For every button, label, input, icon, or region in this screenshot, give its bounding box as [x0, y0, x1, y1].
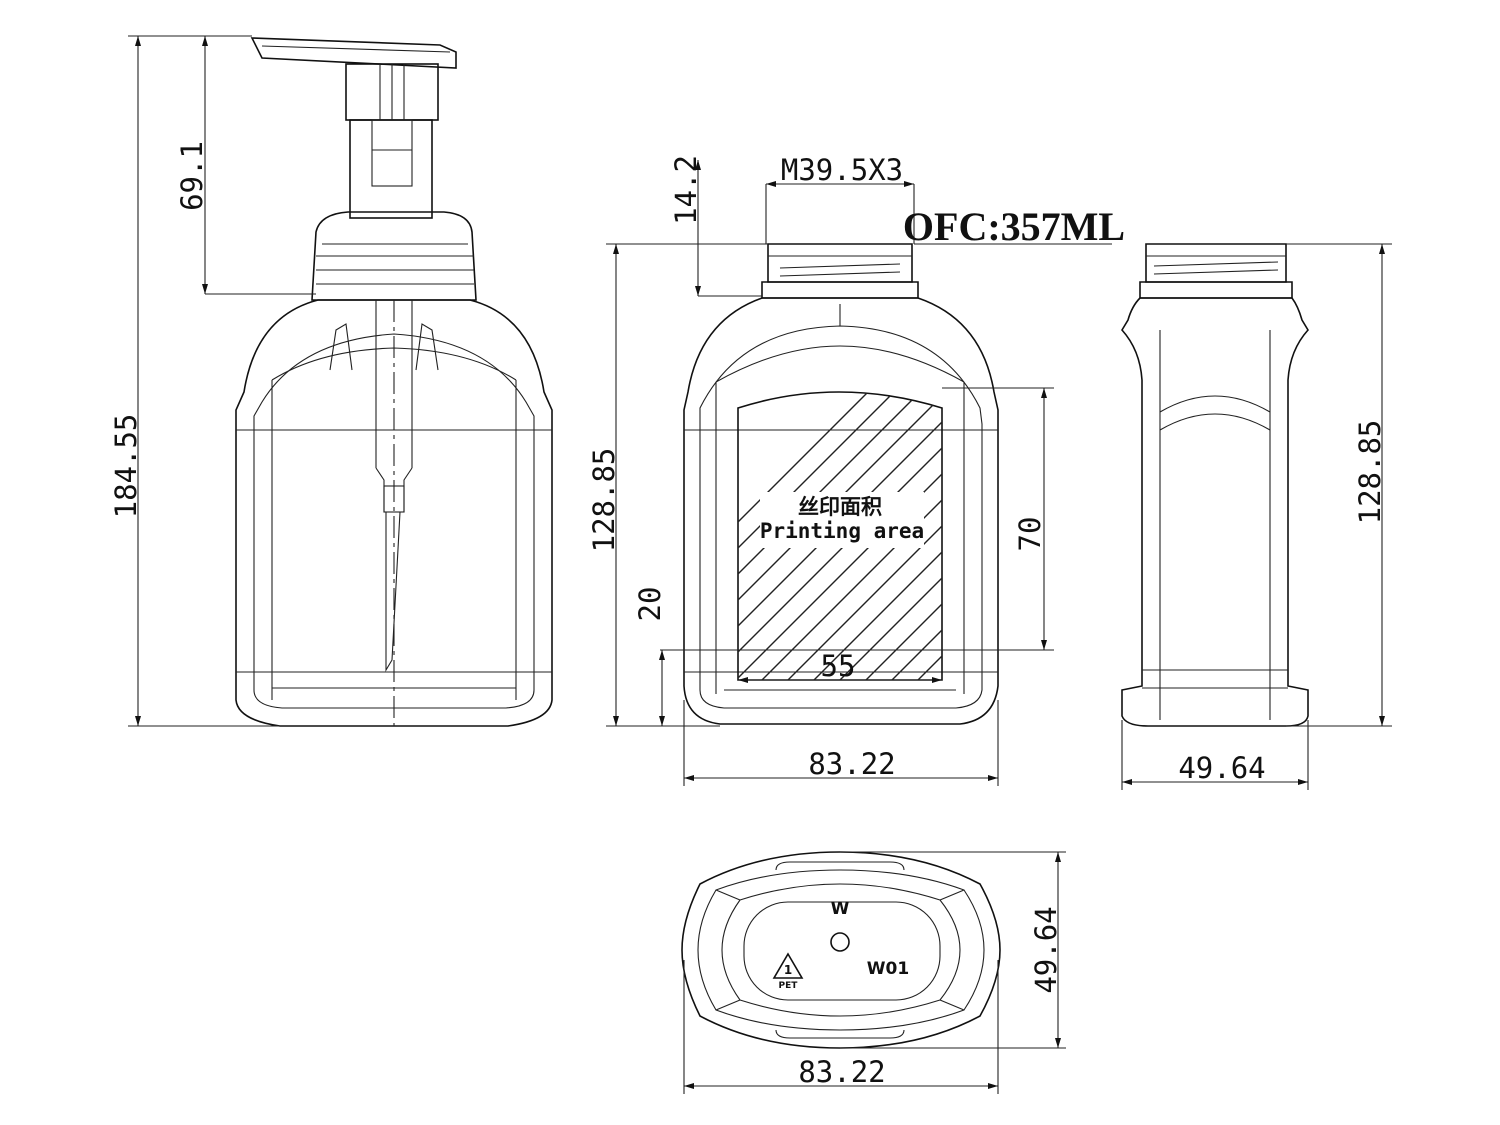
hatch-line: [738, 392, 901, 680]
dim-pump-height: 69.1: [175, 141, 209, 211]
dim-width-front: 83.22: [808, 747, 895, 781]
dim-print-offset: 20: [633, 587, 667, 622]
side-bottle-view: [1121, 243, 1392, 790]
hatch-line: [845, 392, 942, 680]
front-bottle-view: [606, 160, 1498, 786]
dim-print-height: 70: [1013, 517, 1047, 552]
dim-base-width: 83.22: [798, 1055, 885, 1089]
hatch-line: [1158, 360, 1498, 700]
dim-body-height-side: 128.85: [1353, 420, 1387, 525]
recycle-symbol-icon: [772, 952, 804, 979]
hatch-line: [738, 392, 927, 680]
printing-area-label-zh: 丝印面积: [798, 495, 882, 519]
pump-bottle-view: [128, 35, 553, 727]
thread-spec: M39.5X3: [781, 153, 903, 187]
hatch-line: [1132, 360, 1472, 700]
dim-total-height: 184.55: [109, 414, 143, 519]
hatch-line: [1080, 360, 1420, 700]
dim-print-width: 55: [821, 649, 856, 683]
capacity-label: OFC:357ML: [903, 204, 1125, 249]
dim-depth-side: 49.64: [1178, 751, 1265, 785]
dim-body-height-front: 128.85: [587, 448, 621, 553]
hatch-line: [897, 392, 942, 680]
printing-area-label-en: Printing area: [760, 519, 924, 543]
base-logo-icon: W: [831, 899, 850, 919]
hatch-line: [1054, 360, 1394, 700]
hatch-line: [819, 392, 942, 680]
hatch-line: [950, 360, 1290, 700]
hatch-line: [793, 392, 942, 680]
hatch-line: [1028, 360, 1368, 700]
recycle-number: 1: [784, 963, 792, 977]
base-code: W01: [867, 959, 909, 979]
dim-base-depth: 49.64: [1029, 906, 1063, 993]
hatch-line: [923, 392, 942, 680]
dimension-labels: 184.55 69.1 14.2 128.85 70 20 128.85 49.…: [109, 141, 1387, 1089]
printing-area-outline: [737, 391, 943, 681]
material-mark: PET: [779, 981, 799, 991]
hatch-line: [871, 392, 942, 680]
base-view: [681, 851, 1066, 1094]
dim-neck-height: 14.2: [669, 155, 703, 225]
hatch-line: [1002, 360, 1342, 700]
hatch-line: [1106, 360, 1446, 700]
hatch-line: [767, 392, 942, 680]
